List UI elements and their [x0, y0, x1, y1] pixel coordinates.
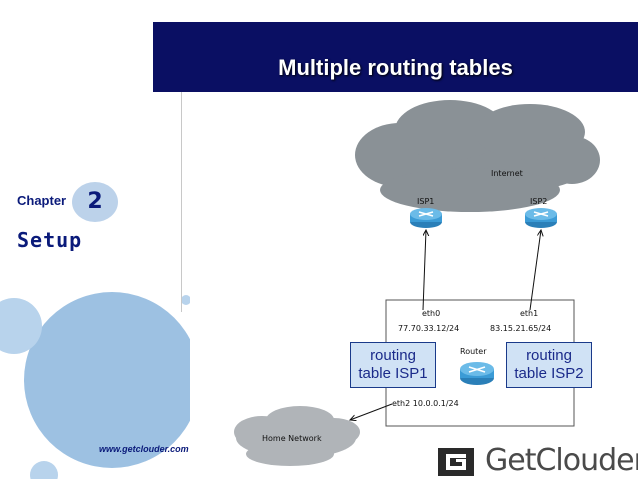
callout-isp2-line2: table ISP2: [514, 365, 584, 382]
routing-table-isp1-callout: routing table ISP1: [350, 342, 436, 388]
isp2-label: ISP2: [530, 197, 547, 206]
chapter-number-badge: 2: [72, 182, 118, 222]
eth2-to-home-arrow: [350, 403, 393, 420]
router-label: Router: [460, 347, 487, 356]
isp1-router-icon: [410, 208, 442, 228]
chapter-label: Chapter: [17, 193, 67, 208]
title-bar: [153, 22, 638, 92]
small-decor-circle: [0, 298, 42, 354]
home-network-label: Home Network: [262, 434, 322, 443]
large-decor-circle: [24, 292, 200, 468]
internet-label: Internet: [491, 169, 523, 178]
divider-line: [181, 92, 182, 312]
bottom-decor-circle: [30, 461, 58, 479]
isp2-router-icon: [525, 208, 557, 228]
home-network-cloud: Home Network: [234, 406, 360, 466]
callout-isp1-line1: routing: [370, 347, 416, 364]
eth0-ip: 77.70.33.12/24: [398, 324, 459, 333]
eth1-ip: 83.15.21.65/24: [490, 324, 551, 333]
router-icon: [460, 362, 494, 385]
background-circles: [0, 292, 200, 479]
brand-name: GetClouder: [485, 443, 638, 478]
website-link[interactable]: www.getclouder.com: [99, 444, 189, 454]
callout-isp1-line2: table ISP1: [358, 365, 428, 382]
eth1-to-isp2-arrow: [529, 230, 541, 311]
slide-title: Multiple routing tables: [278, 55, 513, 80]
internet-cloud: Internet: [355, 100, 600, 212]
eth1-name: eth1: [520, 309, 538, 318]
section-title: Setup: [17, 228, 83, 252]
isp1-label: ISP1: [417, 197, 434, 206]
dot-decor-circle: [181, 295, 191, 305]
eth0-name: eth0: [422, 309, 440, 318]
eth0-to-isp1-arrow: [422, 230, 426, 311]
callout-isp2-line1: routing: [526, 347, 572, 364]
routing-table-isp2-callout: routing table ISP2: [506, 342, 592, 388]
eth2-label: eth2 10.0.0.1/24: [392, 399, 459, 408]
getclouder-logo-icon: [438, 448, 474, 476]
